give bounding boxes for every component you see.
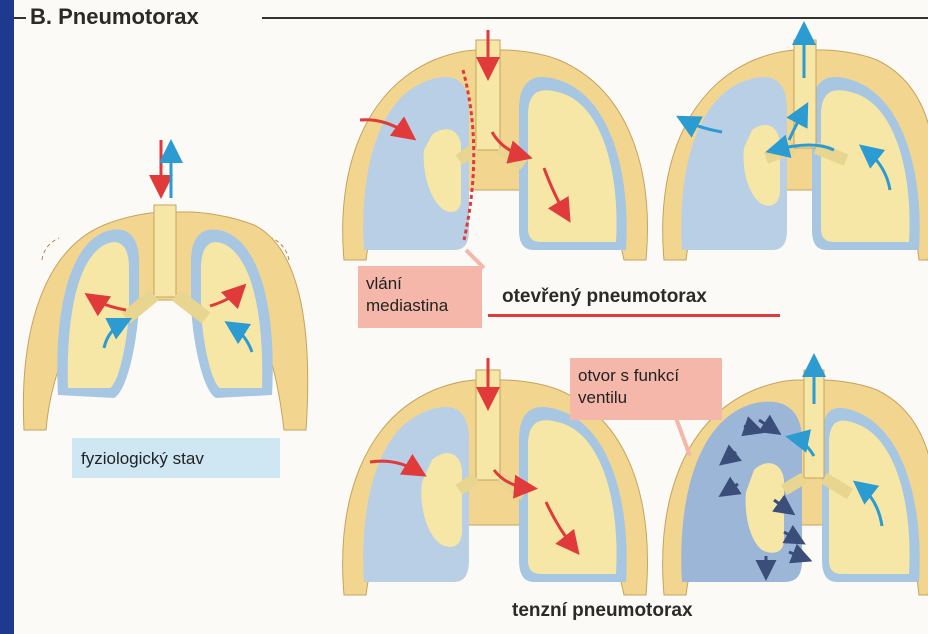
physiological-chest: [23, 140, 307, 430]
valve-opening-label-1: otvor s funkcí: [578, 366, 679, 386]
page-edge-strip: [0, 0, 14, 634]
open-pneumothorax-caption: otevřený pneumotorax: [502, 286, 707, 308]
open-pneumothorax-expiration: [663, 30, 928, 260]
valve-opening-label-2: ventilu: [578, 388, 627, 408]
open-pneumothorax-underline: [488, 314, 780, 317]
mediastinal-flutter-label-2: mediastina: [366, 296, 448, 316]
diagram-page: B. Pneumotorax: [14, 0, 928, 634]
open-pneumothorax-inspiration: [343, 30, 648, 260]
mediastinal-flutter-label-1: vlání: [366, 274, 402, 294]
physiological-label: fyziologický stav: [81, 449, 204, 469]
tension-pneumothorax-caption: tenzní pneumotorax: [512, 600, 693, 622]
